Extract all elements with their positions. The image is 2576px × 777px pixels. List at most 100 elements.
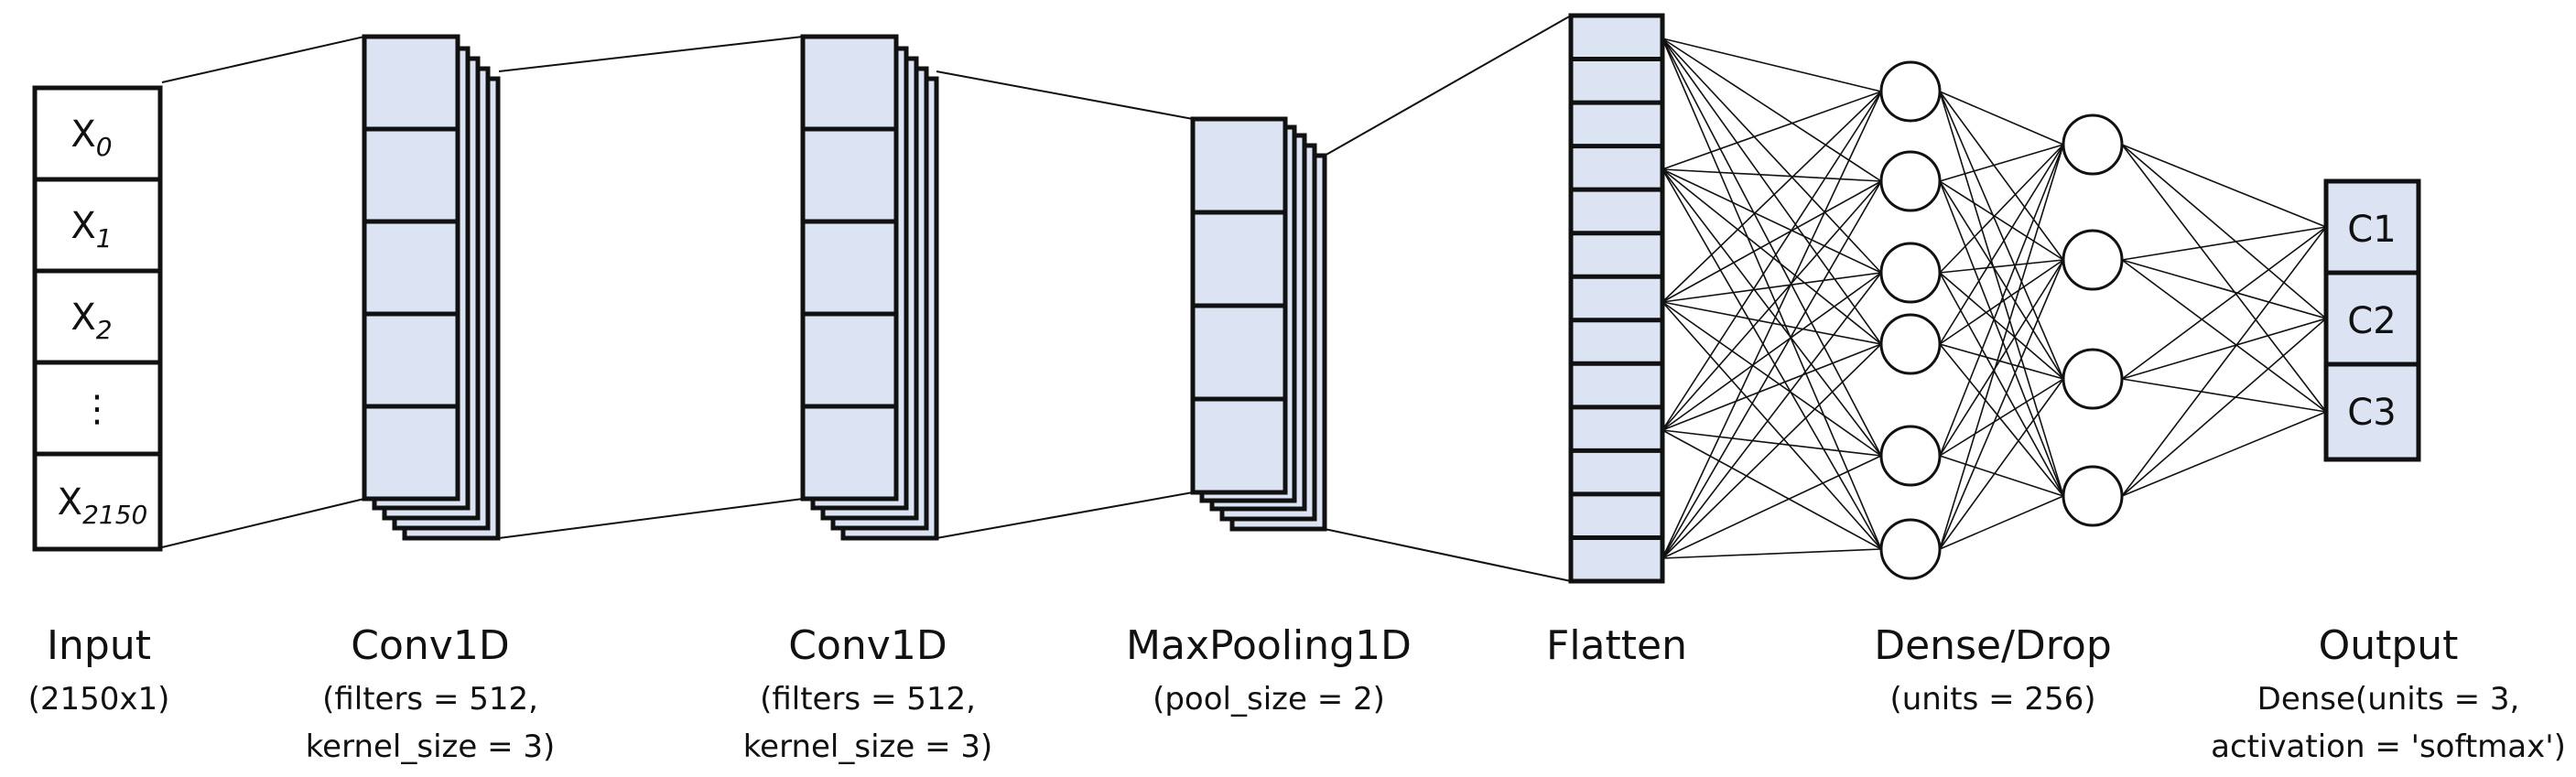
flatten-grid-lines	[1571, 57, 1662, 540]
dense2-output-edge	[2121, 144, 2327, 413]
output-cell-1	[2323, 270, 2421, 367]
pool-stack	[1190, 116, 1327, 532]
flatten-dense1-edge	[1661, 343, 1882, 559]
flatten-dense1-edge	[1661, 180, 1882, 559]
label-output-title: Output	[2319, 622, 2459, 669]
dense2-neuron	[2062, 113, 2124, 176]
conv1-grid-lines	[364, 126, 458, 409]
dense1-dense2-edge	[1939, 180, 2064, 497]
label-pool-title: MaxPooling1D	[1126, 622, 1412, 669]
dense1-neuron	[1879, 150, 1942, 212]
dense2-neuron	[2062, 465, 2124, 527]
label-conv1-line-2: kernel_size = 3)	[306, 728, 556, 765]
output-cell-0	[2323, 178, 2421, 275]
dense2-output-edge	[2121, 226, 2327, 497]
dense2-output-edge	[2121, 411, 2327, 497]
dense1-dense2-edge	[1939, 455, 2064, 497]
label-dense-line-1: (units = 256)	[1889, 681, 2095, 718]
input-cell-2-text: X2	[70, 297, 112, 345]
conv2-map-front	[800, 34, 899, 502]
flatten-dense1-edge	[1661, 455, 1882, 559]
stage-connectors	[161, 15, 1572, 582]
dense1-dense2-edge	[1939, 144, 2064, 345]
flatten-dense1-edge	[1661, 38, 1882, 457]
dense1-neuron	[1879, 60, 1942, 123]
flatten-dense1-edge	[1661, 91, 1882, 431]
flatten-dense1-edge	[1661, 429, 1882, 457]
output-cell-2	[2323, 362, 2421, 462]
dense2-output-edge	[2121, 226, 2327, 380]
flatten-dense1-edge	[1661, 168, 1882, 274]
flatten-outline	[1568, 13, 1665, 584]
dense1-dense2-edge	[1939, 144, 2064, 457]
input-cell-4-text: X2150	[58, 481, 148, 530]
input-cell-1-text: X1	[70, 205, 112, 254]
dense1-dense2-edge	[1939, 144, 2064, 182]
dense1-dense2-edge	[1939, 91, 2064, 261]
dense2-output-edge	[2121, 378, 2327, 413]
dense1-dense2-edge	[1939, 91, 2064, 497]
flatten-dense1-edge	[1661, 272, 1882, 559]
connector-input-conv1-top	[161, 36, 365, 83]
flatten-dense1-edge	[1661, 180, 1882, 431]
dense1-dense2-edge	[1939, 272, 2064, 380]
label-output-line-1: Dense(units = 3,	[2257, 681, 2520, 718]
input-cell-3-text: ⋮	[79, 388, 115, 430]
dense2-output-edge	[2121, 144, 2327, 319]
label-conv1-title: Conv1D	[351, 622, 509, 669]
dense2-output-edge	[2121, 144, 2327, 228]
dense-connections	[1661, 38, 2327, 559]
dense2-neuron	[2062, 229, 2124, 291]
dense2-output-edge	[2121, 259, 2327, 413]
dense1-dense2-edge	[1939, 378, 2064, 457]
connector-pool-flatten-bottom	[1324, 528, 1572, 582]
dense1-dense2-edge	[1939, 144, 2064, 274]
flatten-dense1-edge	[1661, 301, 1882, 457]
flatten-dense1-edge	[1661, 168, 1882, 457]
connector-pool-flatten-top	[1324, 15, 1572, 156]
dense1-dense2-edge	[1939, 180, 2064, 261]
conv2-stack	[800, 34, 939, 541]
flatten-dense1-edge	[1661, 301, 1882, 550]
pool-grid-lines	[1193, 210, 1285, 402]
label-pool-line-1: (pool_size = 2)	[1153, 681, 1385, 718]
dense1-dense2-edge	[1939, 495, 2064, 550]
input-cell-3	[32, 360, 163, 457]
dense2-output-edge	[2121, 318, 2327, 497]
flatten-dense1-edge	[1661, 168, 1882, 550]
flatten-dense1-edge	[1661, 38, 1882, 345]
dense1-dense2-edge	[1939, 91, 2064, 146]
dense1-dense2-edge	[1939, 343, 2064, 380]
dense1-dense2-edge	[1939, 378, 2064, 550]
flatten-dense1-edge	[1661, 38, 1882, 550]
dense-layer-2	[2062, 113, 2124, 527]
flatten-dense1-edge	[1661, 91, 1882, 170]
dense1-neuron	[1879, 518, 1942, 580]
flatten-dense1-edge	[1661, 429, 1882, 550]
flatten-dense1-edge	[1661, 38, 1882, 182]
output-column: C1 C2 C3	[2323, 178, 2421, 462]
dense1-dense2-edge	[1939, 91, 2064, 380]
flatten-column	[1568, 13, 1665, 584]
flatten-dense1-edge	[1661, 548, 1882, 559]
label-conv2-line-2: kernel_size = 3)	[743, 728, 993, 765]
dense-layer-1	[1879, 60, 1942, 580]
label-conv2-line-1: (filters = 512,	[760, 681, 976, 718]
flatten-dense1-edge	[1661, 301, 1882, 345]
label-conv1-line-1: (filters = 512,	[322, 681, 538, 718]
output-cell-0-text: C1	[2347, 209, 2396, 251]
conv1-map-front	[362, 34, 460, 502]
input-cell-0-text: X0	[70, 113, 112, 162]
flatten-dense1-edge	[1661, 272, 1882, 431]
dense1-neuron	[1879, 242, 1942, 304]
connector-input-conv1-bottom	[161, 498, 365, 548]
connector-conv2-pool-top	[936, 70, 1194, 120]
output-cell-2-text: C3	[2347, 392, 2396, 434]
flatten-dense1-edge	[1661, 38, 1882, 92]
flatten-dense1-edge	[1661, 168, 1882, 345]
label-dense-title: Dense/Drop	[1874, 622, 2112, 669]
flatten-dense1-edge	[1661, 272, 1882, 303]
label-input-title: Input	[47, 622, 151, 669]
dense1-dense2-edge	[1939, 259, 2064, 274]
dense1-dense2-edge	[1939, 259, 2064, 550]
